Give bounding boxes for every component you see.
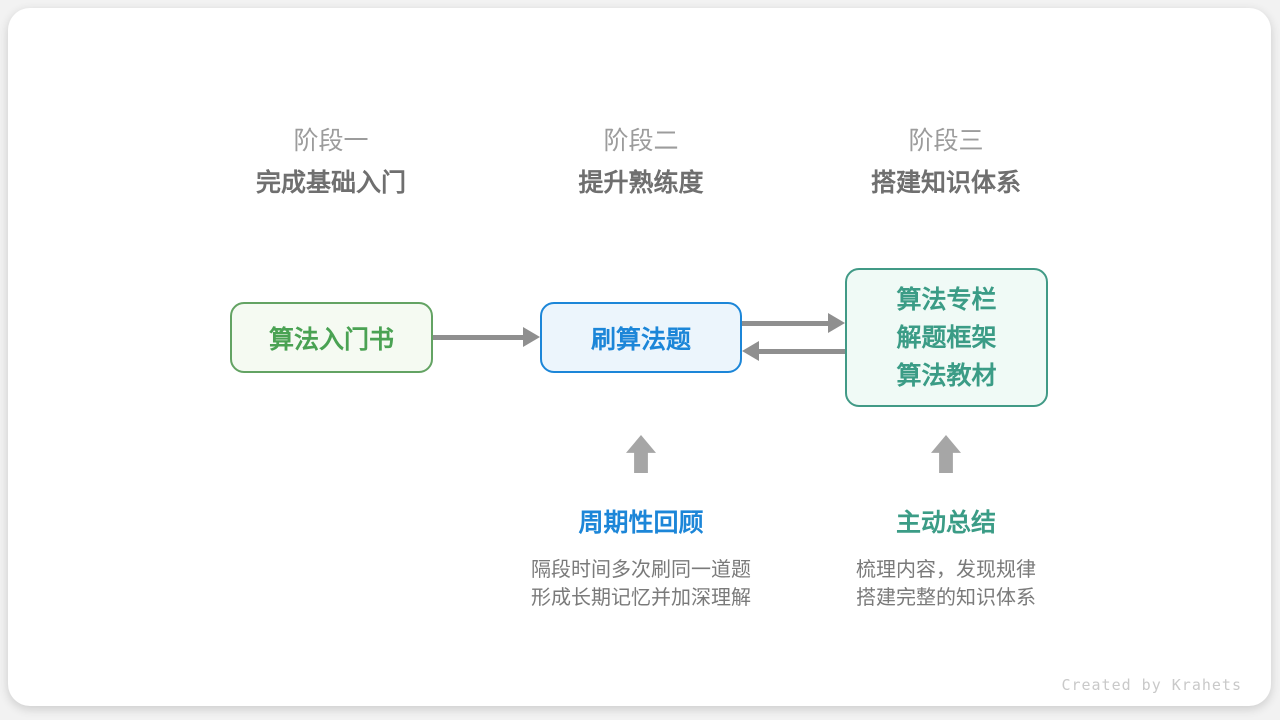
arrow-right-icon xyxy=(742,313,845,333)
annotation-summarize-desc-line-2: 搭建完整的知识体系 xyxy=(856,587,1036,609)
annotation-summarize-description: 梳理内容，发现规律 搭建完整的知识体系 xyxy=(766,556,1126,612)
stage-1-label: 阶段一 xyxy=(293,127,369,155)
node-knowledge: 算法专栏 解题框架 算法教材 xyxy=(845,268,1048,407)
arrow-left-icon xyxy=(742,341,845,361)
arrow-shaft xyxy=(742,320,828,326)
footer-credit: Created by Krahets xyxy=(1061,676,1242,694)
arrow-head-left-icon xyxy=(742,341,759,361)
annotation-summarize-desc-line-1: 梳理内容，发现规律 xyxy=(856,559,1036,581)
node-knowledge-line-1: 算法专栏 xyxy=(896,285,997,314)
stage-2-label: 阶段二 xyxy=(603,127,679,155)
arrow-head-right-icon xyxy=(523,327,540,347)
annotation-review-title: 周期性回顾 xyxy=(578,509,704,537)
stage-3-subtitle: 搭建知识体系 xyxy=(870,169,1021,197)
arrow-shaft xyxy=(759,348,845,354)
arrow-shaft xyxy=(433,334,523,340)
stage-2-subtitle: 提升熟练度 xyxy=(578,169,704,197)
node-practice-label: 刷算法题 xyxy=(590,325,691,354)
annotation-active-summary: 主动总结 梳理内容，发现规律 搭建完整的知识体系 xyxy=(766,507,1126,612)
annotation-review-desc-line-1: 隔段时间多次刷同一道题 xyxy=(531,559,751,581)
node-knowledge-line-3: 算法教材 xyxy=(896,361,997,390)
arrow-right-icon xyxy=(433,327,540,347)
annotation-summarize-title: 主动总结 xyxy=(895,509,996,537)
node-intro-book: 算法入门书 xyxy=(230,302,433,373)
arrow-head-right-icon xyxy=(828,313,845,333)
stage-3-label: 阶段三 xyxy=(908,127,984,155)
annotation-review-description: 隔段时间多次刷同一道题 形成长期记忆并加深理解 xyxy=(461,556,821,612)
stage-1-subtitle: 完成基础入门 xyxy=(255,169,406,197)
annotation-review-desc-line-2: 形成长期记忆并加深理解 xyxy=(531,587,751,609)
node-knowledge-line-2: 解题框架 xyxy=(896,323,997,352)
node-intro-book-label: 算法入门书 xyxy=(268,325,394,354)
stage-2-header: 阶段二 提升熟练度 xyxy=(481,124,801,200)
node-practice: 刷算法题 xyxy=(540,302,742,373)
annotation-periodic-review: 周期性回顾 隔段时间多次刷同一道题 形成长期记忆并加深理解 xyxy=(461,507,821,612)
stage-3-header: 阶段三 搭建知识体系 xyxy=(786,124,1106,200)
stage-1-header: 阶段一 完成基础入门 xyxy=(171,124,491,200)
